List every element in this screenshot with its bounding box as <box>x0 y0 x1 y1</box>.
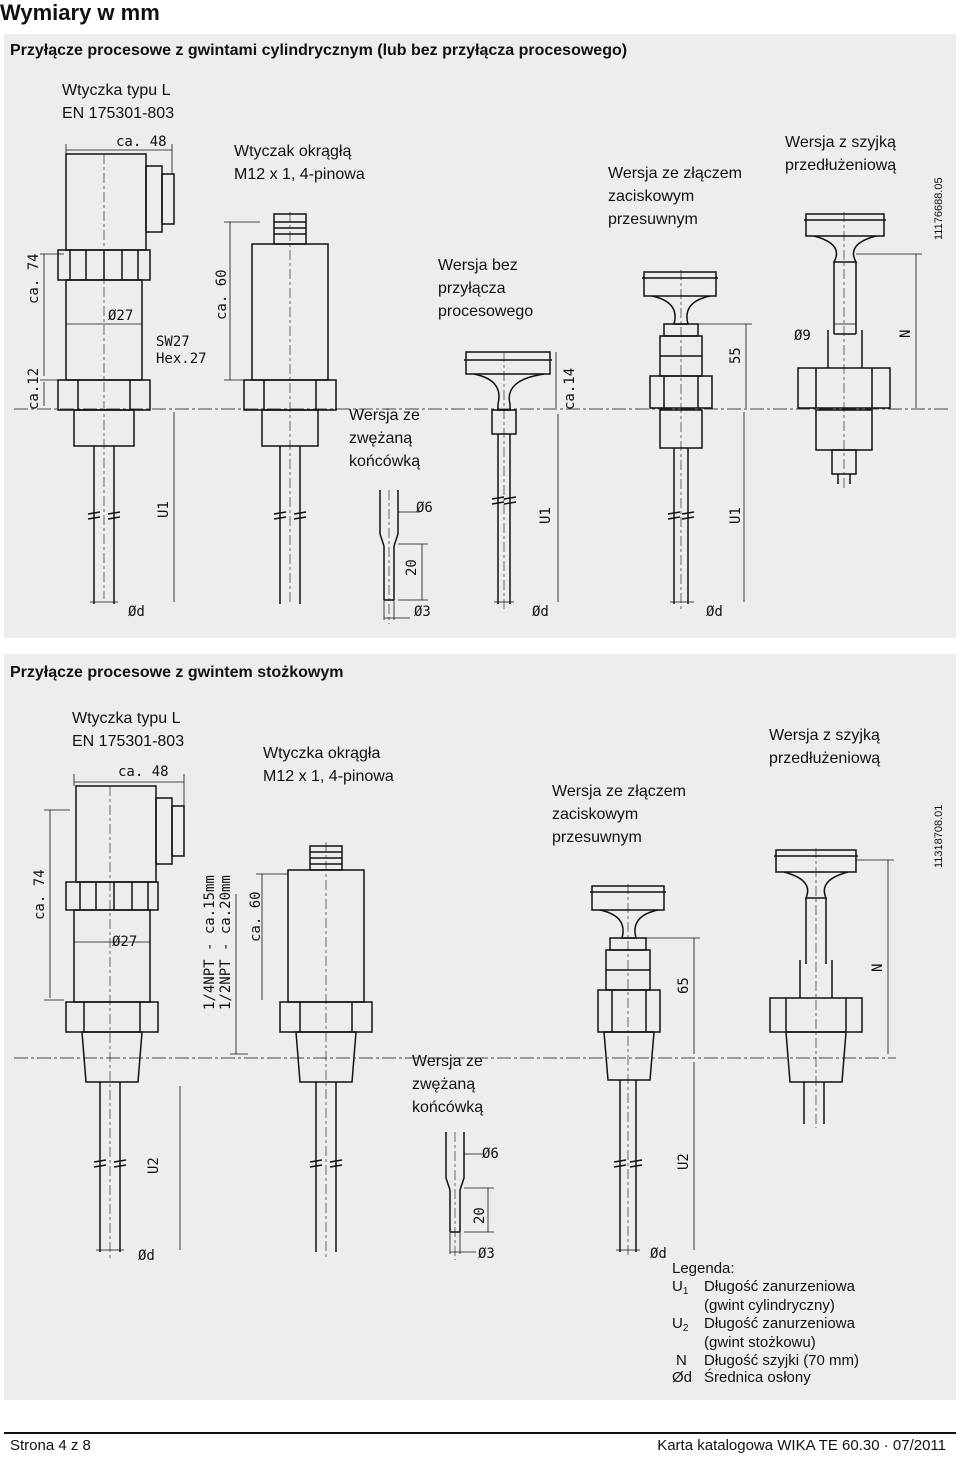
instrument-round-plug <box>243 212 337 604</box>
dim-u1-b: U1 <box>538 507 554 524</box>
section-taper-thread: Przyłącze procesowe z gwintem stożkowym … <box>4 654 956 1400</box>
label-reduced-tip: Wersja ze zwężaną końcówką <box>412 1053 484 1116</box>
instrument-compression-fitting <box>642 270 718 609</box>
label-round-plug: Wtyczka okrągła M12 x 1, 4-pinowa <box>263 745 394 785</box>
dim-ca60: ca. 60 <box>248 891 264 942</box>
dim-20: 20 <box>404 559 420 576</box>
dim-hex27: Hex.27 <box>156 351 207 367</box>
dim-d3: Ø3 <box>478 1246 495 1262</box>
instrument-plug-l <box>57 153 175 604</box>
legend-item-u2: U2 Długość zanurzeniowa <box>672 1315 859 1335</box>
dim-dd-b: Ød <box>650 1246 667 1262</box>
legend-item-u2-note: (gwint stożkowu) <box>704 1334 816 1351</box>
legend-key: U <box>672 1314 683 1332</box>
label-compression-fitting: Wersja ze złączem zaciskowym przesuwnym <box>552 783 686 846</box>
footer-divider <box>4 1432 956 1434</box>
instrument-round-plug <box>279 842 373 1258</box>
dim-u2-a: U2 <box>146 1157 162 1174</box>
legend-text: Długość zanurzeniowa <box>704 1314 855 1332</box>
dim-ca48: ca. 48 <box>116 134 167 150</box>
section-cylindrical-thread: Przyłącze procesowe z gwintami cylindryc… <box>4 34 956 638</box>
label-plug-type-l: Wtyczka typu L EN 175301-803 <box>62 82 175 122</box>
instrument-no-connection <box>464 351 552 609</box>
dim-ca74: ca. 74 <box>32 869 48 920</box>
legend-text: Długość zanurzeniowa <box>704 1277 855 1295</box>
dim-dd-c: Ød <box>706 604 723 620</box>
legend-item-od: Ød Średnica osłony <box>672 1369 859 1387</box>
dim-20: 20 <box>472 1207 488 1224</box>
legend-item-u1: U1 Długość zanurzeniowa <box>672 1278 859 1298</box>
dim-u1-a: U1 <box>156 501 172 518</box>
dim-npt-half: 1/2NPT - ca.20mm <box>218 875 234 1010</box>
instrument-reduced-tip <box>445 1132 465 1260</box>
legend-title: Legenda: <box>672 1260 735 1277</box>
dim-ca48: ca. 48 <box>118 764 169 780</box>
dim-dd-a: Ød <box>138 1248 155 1264</box>
instrument-compression-fitting <box>590 884 666 1258</box>
dim-ca60: ca. 60 <box>214 269 230 320</box>
dim-55: 55 <box>728 347 744 364</box>
dim-dd-a: Ød <box>128 604 145 620</box>
legend-key: U <box>672 1277 683 1295</box>
dim-dd-b: Ød <box>532 604 549 620</box>
dim-npt-quarter: 1/4NPT - ca.15mm <box>202 875 218 1010</box>
dim-ca12: ca.12 <box>26 368 42 410</box>
dim-n: N <box>870 964 886 972</box>
drawing-section1: ca. 48 ca. 74 ca.12 Ø27 SW27 Hex.27 U1 Ø… <box>14 134 949 624</box>
legend-item-n: N Długość szyjki (70 mm) <box>672 1352 859 1370</box>
page-title: Wymiary w mm <box>0 0 160 25</box>
label-extension-neck: Wersja z szyjką przedłużeniową <box>785 134 897 174</box>
drawing-section2: ca. 48 ca. 74 Ø27 1/4NPT - ca.15mm 1/2NP… <box>14 764 896 1264</box>
legend-text: Długość szyjki (70 mm) <box>704 1351 860 1369</box>
legend-key: Ød <box>672 1369 693 1386</box>
footer-datasheet-ref: Karta katalogowa WIKA TE 60.30 · 07/2011 <box>657 1437 946 1454</box>
dim-d9: Ø9 <box>794 328 811 344</box>
label-compression-fitting: Wersja ze złączem zaciskowym przesuwnym <box>608 165 742 228</box>
legend-text: Średnica osłony <box>704 1369 811 1386</box>
footer-page-number: Strona 4 z 8 <box>10 1437 91 1454</box>
instrument-plug-l <box>65 785 185 1258</box>
dim-u1-c: U1 <box>728 507 744 524</box>
dim-n: N <box>898 330 914 338</box>
dim-d6: Ø6 <box>416 500 433 516</box>
label-no-process-connection: Wersja bez przyłącza procesowego <box>438 257 534 320</box>
legend-key-sub: 1 <box>682 1285 689 1297</box>
dim-d6: Ø6 <box>482 1146 499 1162</box>
legend-key-sub: 2 <box>682 1322 689 1334</box>
dim-ca74: ca. 74 <box>26 253 42 304</box>
instrument-extension-neck <box>769 848 863 1128</box>
legend-item-u1-note: (gwint cylindryczny) <box>704 1297 835 1314</box>
legend-key: N <box>676 1351 687 1369</box>
dim-d3: Ø3 <box>414 604 431 620</box>
section-title: Przyłącze procesowe z gwintami cylindryc… <box>10 42 628 59</box>
label-plug-type-l: Wtyczka typu L EN 175301-803 <box>72 710 185 750</box>
dim-d27: Ø27 <box>112 934 137 950</box>
dim-u2-b: U2 <box>676 1153 692 1170</box>
label-round-plug: Wtyczak okrągłą M12 x 1, 4-pinowa <box>234 143 365 183</box>
dim-ca14: ca.14 <box>562 368 578 410</box>
label-reduced-tip: Wersja ze zwężaną końcówką <box>349 407 421 470</box>
section-title: Przyłącze procesowe z gwintem stożkowym <box>10 664 344 681</box>
dim-sw27: SW27 <box>156 334 190 350</box>
label-extension-neck: Wersja z szyjką przedłużeniową <box>769 727 881 767</box>
instrument-reduced-tip <box>379 490 399 624</box>
instrument-extension-neck <box>797 212 891 489</box>
dim-65: 65 <box>676 977 692 994</box>
dim-d27: Ø27 <box>108 308 133 324</box>
